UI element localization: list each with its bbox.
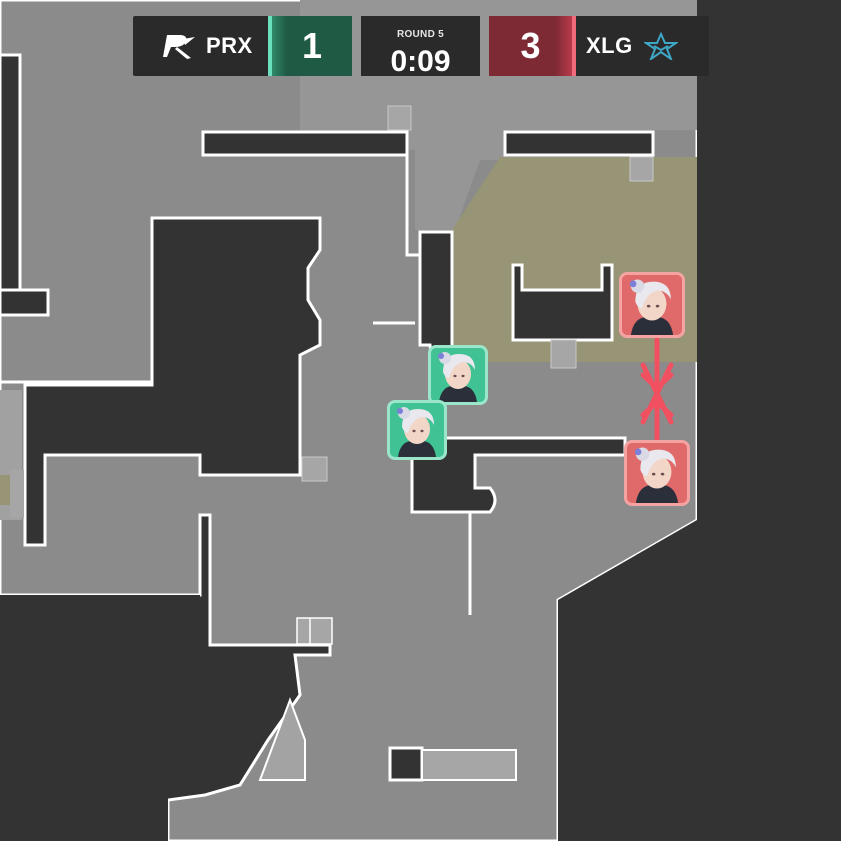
attacker-agent-icon[interactable]	[619, 272, 685, 338]
wall-block-center	[23, 216, 322, 547]
round-timer: 0:09	[390, 45, 451, 78]
attacker-agent-icon[interactable]	[624, 440, 690, 506]
round-label: ROUND 5	[396, 29, 445, 40]
wall-block-left	[0, 53, 22, 292]
agent-portrait-icon	[397, 407, 436, 457]
left-team-score: 1	[301, 25, 323, 66]
right-team-panel: XLG	[576, 16, 709, 76]
line-of-sight-marker	[640, 337, 674, 443]
round-timer-panel: ROUND 5 0:09	[361, 16, 480, 78]
left-team-score-panel: 1	[268, 16, 352, 76]
agent-portrait-icon	[438, 352, 477, 402]
defender-agent-icon[interactable]	[428, 345, 488, 405]
right-team-score-panel: 3	[489, 16, 576, 76]
agent-portrait-icon	[634, 447, 679, 503]
agent-portrait-icon	[629, 279, 674, 335]
right-team-name: XLG	[586, 33, 633, 58]
scoreboard: PRX 1 ROUND 5 0:09 3 XLG	[133, 16, 709, 78]
prx-logo-icon	[163, 35, 195, 59]
left-team-name: PRX	[206, 33, 253, 58]
right-team-score: 3	[520, 25, 541, 66]
defender-agent-icon[interactable]	[387, 400, 447, 460]
xlg-logo-icon	[644, 32, 678, 60]
left-team-panel: PRX	[133, 16, 268, 76]
wall-block-mid	[410, 436, 627, 514]
